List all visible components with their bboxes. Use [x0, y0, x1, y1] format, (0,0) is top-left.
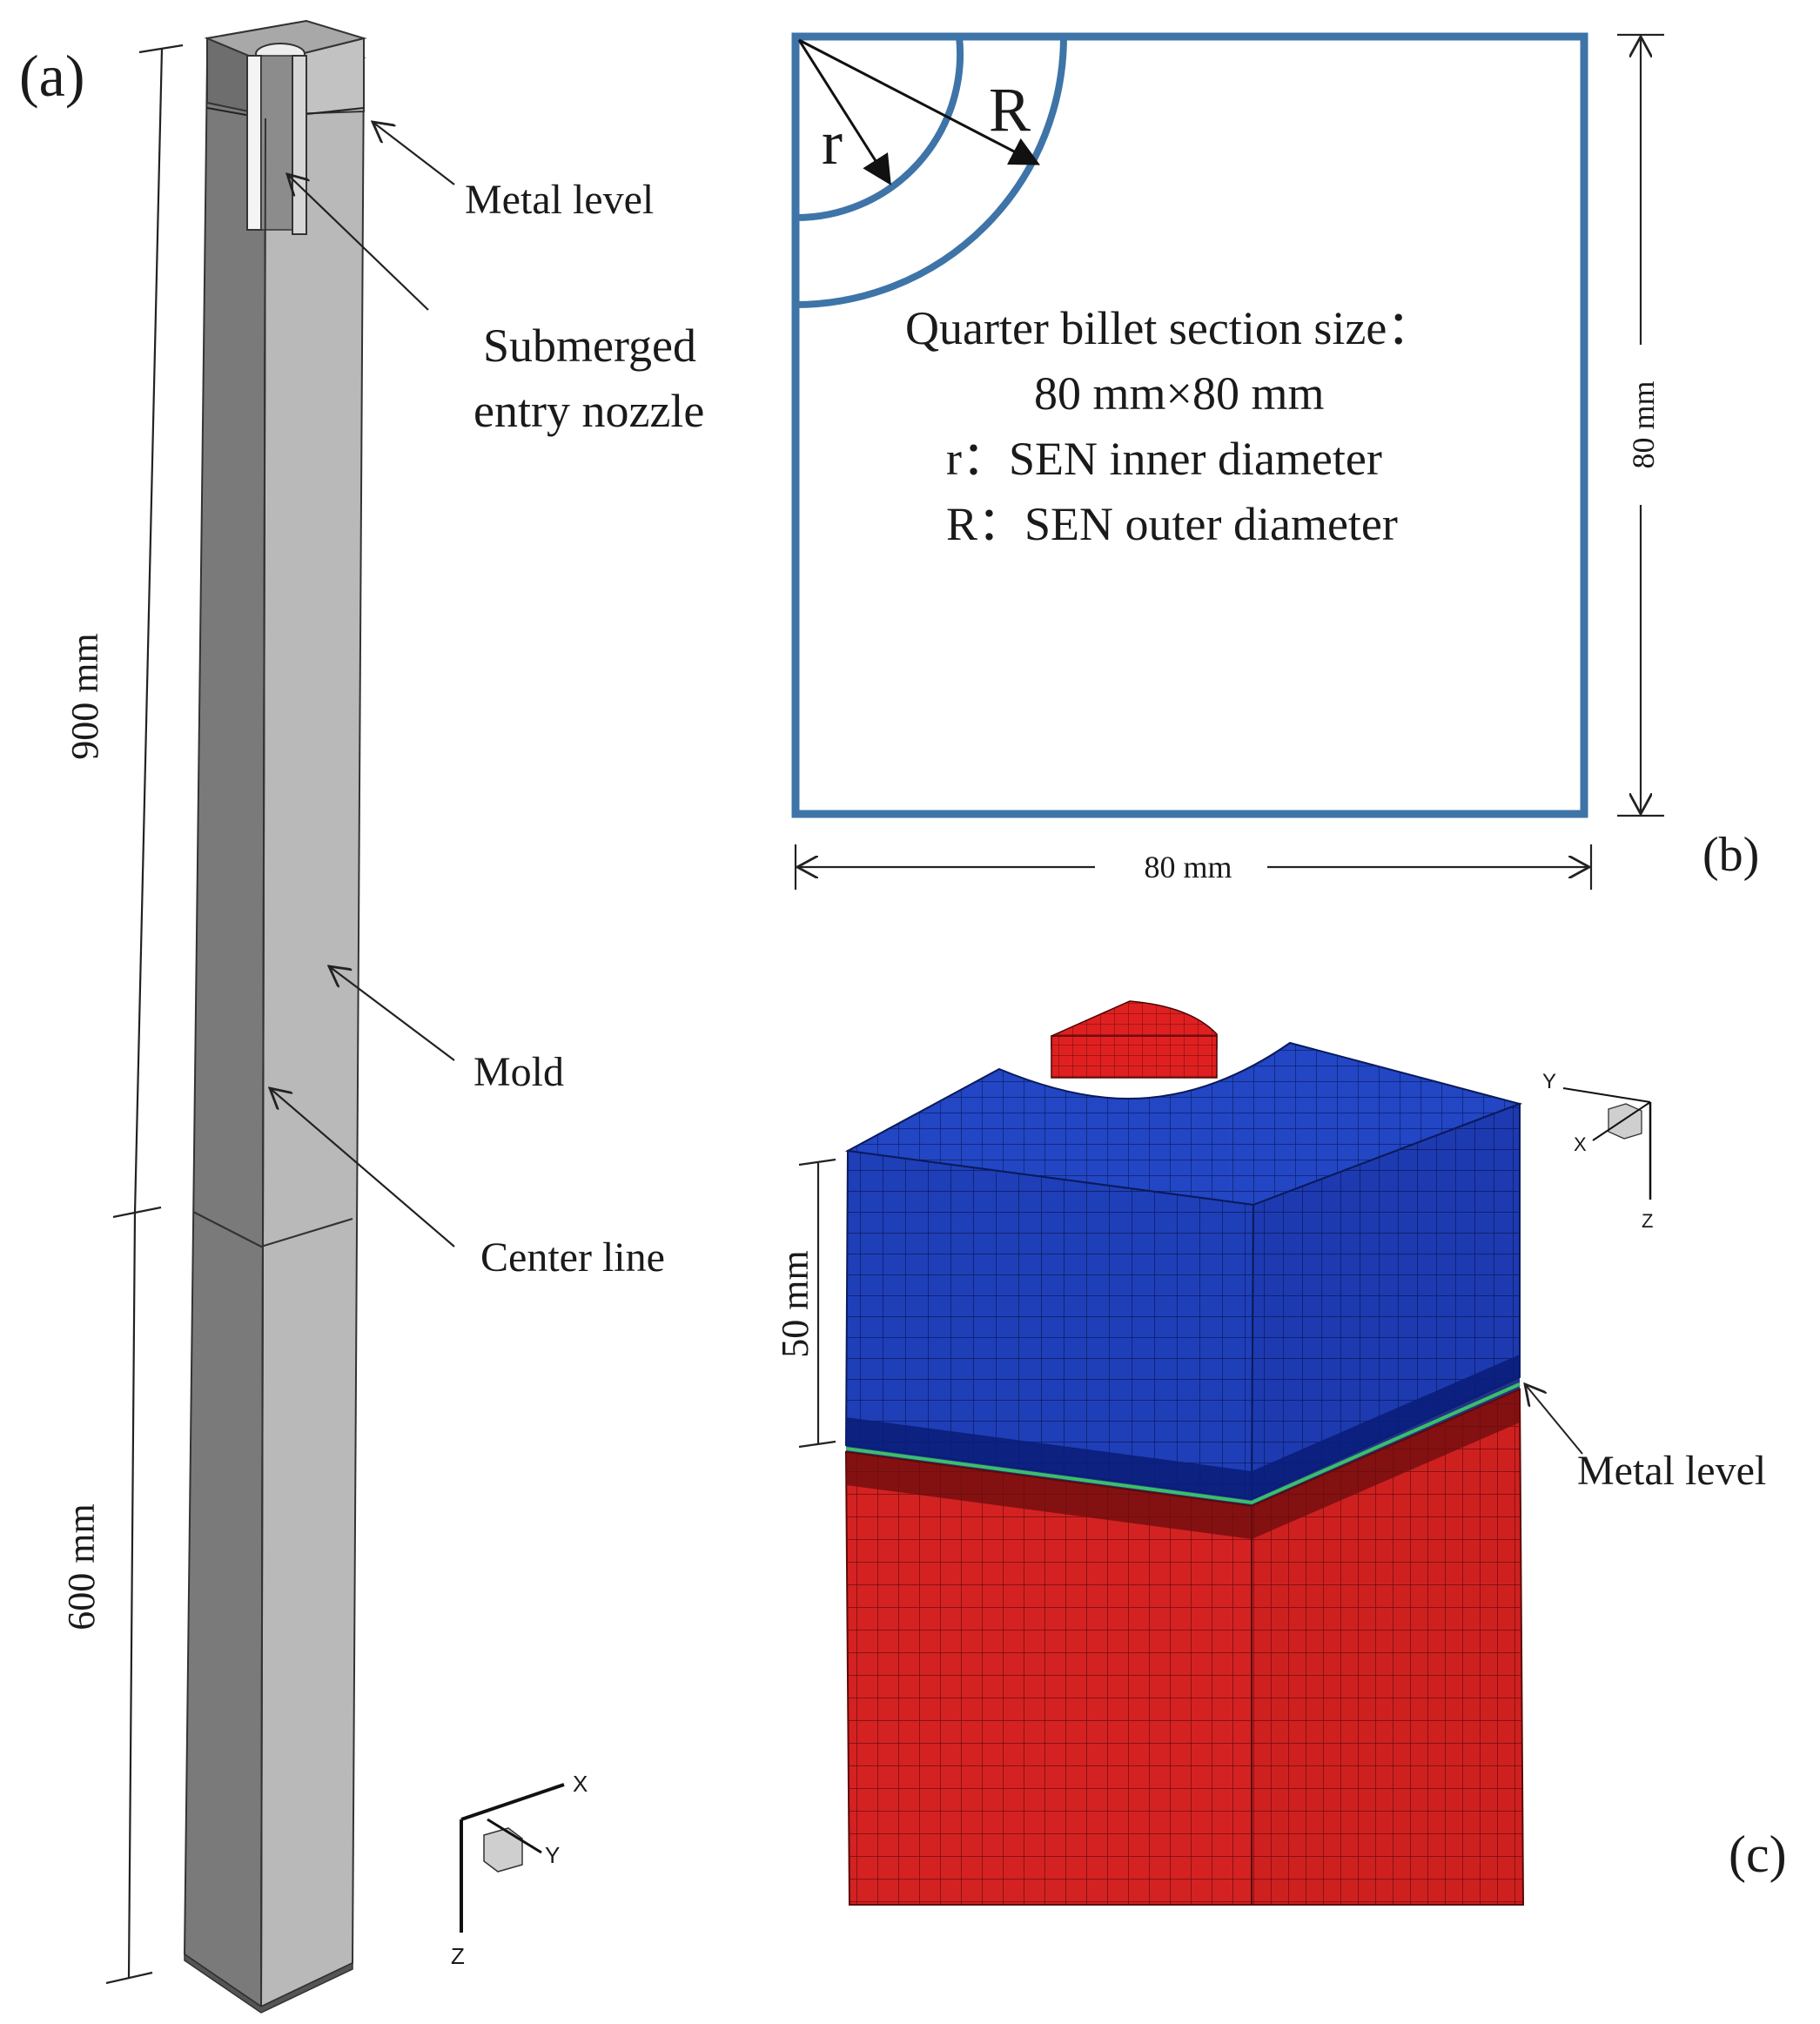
section-size-value: 80 mm×80 mm [1034, 367, 1324, 420]
center-line-label: Center line [480, 1234, 665, 1281]
sen-right-wall [292, 55, 307, 235]
triad-y-label: Y [545, 1842, 560, 1868]
width-dimension [794, 844, 1593, 890]
triad-y-axis [487, 1818, 542, 1854]
dim-line-lower [127, 1212, 137, 1979]
metal-level-arrow [373, 122, 455, 185]
axis-triad-c: Y X Z [1542, 1070, 1653, 1232]
steel-region-right [1251, 1388, 1525, 1906]
triad-c-z-label: Z [1642, 1210, 1653, 1232]
metal-level-c-label: Metal level [1577, 1448, 1766, 1494]
metal-level-c-arrow [1525, 1384, 1583, 1455]
dim-600-label: 600 mm [60, 1503, 103, 1630]
triad-x-label: X [573, 1771, 588, 1797]
dim-tick-mid [112, 1206, 162, 1219]
triad-c-y-label: Y [1542, 1070, 1556, 1093]
r-arrow [797, 39, 891, 185]
center-line-arrow [270, 1088, 455, 1247]
dim-tick-bottom [105, 1971, 153, 1985]
center-line [260, 118, 266, 2007]
sen-outer-arc [795, 36, 1067, 308]
mold-bottom-face [184, 1953, 353, 2014]
mold-label: Mold [473, 1049, 564, 1095]
triad-c-x-axis [1592, 1101, 1651, 1141]
height-dim-label: 80 mm [1626, 380, 1661, 468]
sen-inner-arc [795, 36, 964, 222]
dim-line-upper [133, 48, 164, 1214]
axis-triad-a: X Y Z [451, 1771, 588, 1969]
mold-column [183, 19, 367, 2014]
panel-c-label: (c) [1729, 1826, 1787, 1883]
panel-a-callouts [270, 122, 455, 1247]
steel-dark-band-right [1252, 1389, 1520, 1539]
nozzle-mesh [1051, 1000, 1218, 1079]
dim-50-label: 50 mm [774, 1250, 816, 1357]
steel-dark-band-left [846, 1452, 1252, 1539]
height-dimension [1617, 33, 1664, 817]
triad-x-axis [460, 1783, 565, 1821]
panel-b-label: (b) [1702, 828, 1759, 882]
sen-left-wall [246, 55, 262, 231]
triad-c-cube [1608, 1103, 1642, 1140]
length-dimension [105, 44, 184, 1985]
r-label: r [822, 108, 843, 178]
metal-level-label: Metal level [465, 177, 654, 223]
mold-left-face [183, 59, 267, 2008]
R-definition: R：SEN outer diameter [946, 498, 1398, 550]
mold-upper-top [204, 19, 367, 64]
panel-c: 50 mm Metal level Y X Z (c) [774, 1000, 1787, 1906]
sen-nozzle [246, 43, 307, 235]
sen-label-line2: entry nozzle [473, 385, 704, 437]
width-dim-label: 80 mm [1144, 850, 1232, 884]
mold-right-face [259, 56, 366, 2008]
height-50-dimension [798, 1158, 836, 1449]
sen-label-line1: Submerged [483, 319, 696, 372]
r-definition: r：SEN inner diameter [946, 433, 1382, 485]
R-label: R [989, 75, 1031, 145]
dim-tick-top [138, 44, 184, 54]
mold-arrow [329, 966, 455, 1061]
sen-arrow [287, 174, 429, 311]
nozzle-side [1051, 1035, 1218, 1079]
panel-b: r R Quarter billet section size： 80 mm×8… [791, 32, 1759, 890]
triad-cube [483, 1827, 523, 1873]
triad-z-label: Z [451, 1943, 465, 1969]
break-line [192, 1211, 353, 1248]
domain-top-face [844, 1041, 1523, 1207]
panel-a-label: (a) [19, 43, 84, 109]
dim-900-label: 900 mm [64, 633, 106, 759]
metal-interface [845, 1382, 1521, 1505]
dim50-tick-top [798, 1158, 836, 1167]
billet-section-outline [791, 32, 1588, 818]
R-arrow [798, 38, 1041, 165]
panel-a: (a) 900 mm 600 mm [19, 19, 704, 2014]
triad-c-y-axis [1562, 1087, 1651, 1103]
triad-c-x-label: X [1574, 1133, 1587, 1155]
section-size-label: Quarter billet section size： [905, 302, 1434, 354]
